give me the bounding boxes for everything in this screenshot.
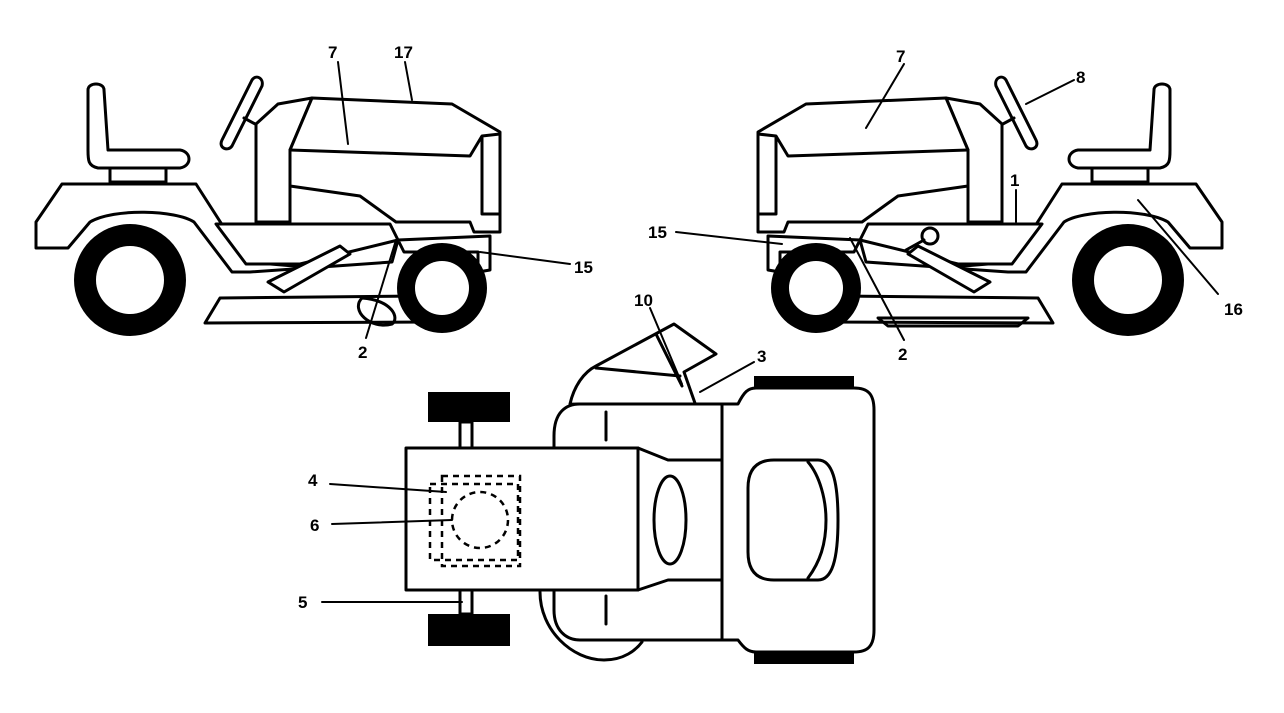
steering-wheel-left [219,75,264,151]
callout-7-right: 7 [896,47,905,66]
tractor-left-side-view: 7 17 15 2 [34,43,593,362]
callout-5-top: 5 [298,593,307,612]
callout-2-left: 2 [358,343,367,362]
hood-right [756,96,970,234]
seat-left [86,82,191,170]
front-tire-top [428,392,510,422]
callout-2-right: 2 [898,345,907,364]
callout-7-left: 7 [328,43,337,62]
callout-15-right: 15 [648,223,667,242]
callout-3-top: 3 [757,347,766,366]
callout-17-left: 17 [394,43,413,62]
callout-6-top: 6 [310,516,319,535]
decal-area-6 [450,490,510,550]
seat-right [1067,82,1172,170]
tractor-top-view: 10 3 4 6 5 [298,291,876,664]
callout-4-top: 4 [308,471,318,490]
seat-top [746,458,840,582]
hood-left [288,96,502,234]
steering-wheel-right [994,75,1039,151]
mower-deck-left [203,294,434,325]
callout-16-right: 16 [1224,300,1243,319]
hood-top [404,446,640,592]
discharge-chute [568,322,718,408]
decal-area-4 [428,482,520,562]
callout-8-right: 8 [1076,68,1085,87]
tractor-right-side-view: 7 8 1 15 16 2 [648,47,1243,364]
front-tire-bottom [428,614,510,646]
callout-15-left: 15 [574,258,593,277]
callout-10-top: 10 [634,291,653,310]
callout-1-right: 1 [1010,171,1019,190]
